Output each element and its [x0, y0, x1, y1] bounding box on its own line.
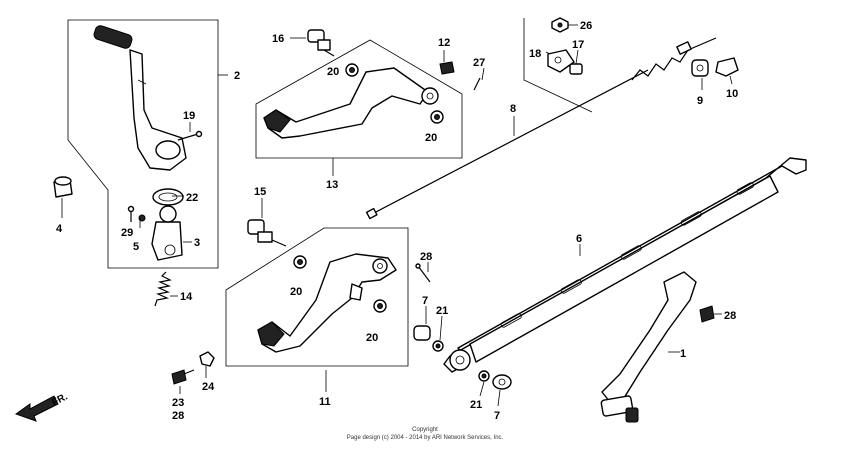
- label-part-28-a: 28: [420, 251, 432, 263]
- copyright-notice: Copyright Page design (c) 2004 - 2014 by…: [0, 426, 850, 442]
- label-part-2: 2: [234, 70, 240, 82]
- part-labels: 1 2 3 4 5 6 7 7 8 9 10 11 12 13 14 15 16…: [56, 20, 738, 422]
- shift-pedal[interactable]: [263, 67, 439, 139]
- kick-spindle[interactable]: [151, 205, 183, 261]
- label-part-1: 1: [680, 348, 686, 360]
- label-part-20-c: 20: [290, 286, 302, 298]
- nut-17[interactable]: [569, 63, 583, 75]
- label-part-6: 6: [576, 233, 582, 245]
- label-part-19: 19: [183, 110, 195, 122]
- label-part-21-b: 21: [470, 399, 482, 411]
- label-part-5: 5: [133, 241, 139, 253]
- front-arrow-icon: [14, 395, 59, 422]
- pin-9[interactable]: [691, 59, 709, 77]
- brake-arm[interactable]: [600, 271, 697, 423]
- label-part-7-lower: 7: [494, 410, 500, 422]
- label-part-9: 9: [697, 95, 703, 107]
- bolt-23[interactable]: [171, 369, 195, 385]
- brake-cable[interactable]: [365, 37, 717, 220]
- nut-24[interactable]: [199, 351, 215, 367]
- brake-rod[interactable]: [443, 157, 807, 373]
- label-part-18: 18: [529, 48, 541, 60]
- nut-26[interactable]: [551, 17, 569, 33]
- joint-10[interactable]: [715, 57, 739, 77]
- label-part-7-upper: 7: [422, 295, 428, 307]
- washer-20-brake-lower[interactable]: [373, 299, 387, 313]
- label-part-22: 22: [186, 192, 198, 204]
- label-part-26: 26: [580, 20, 592, 32]
- kick-small-pin[interactable]: [127, 205, 146, 223]
- bolt-12[interactable]: [439, 61, 455, 75]
- label-part-11: 11: [319, 396, 331, 408]
- cap-nut-4[interactable]: [53, 176, 73, 198]
- kick-pivot-bolt[interactable]: [177, 130, 203, 141]
- washer-20-brake-upper[interactable]: [293, 255, 307, 269]
- group-box-shift-pedal: [255, 39, 463, 159]
- pin-28-lower[interactable]: [699, 305, 715, 323]
- label-part-15: 15: [254, 186, 266, 198]
- pin-28-upper[interactable]: [415, 263, 431, 283]
- return-spring[interactable]: [154, 271, 172, 307]
- pin-27[interactable]: [473, 77, 481, 91]
- label-part-20-a: 20: [327, 66, 339, 78]
- washer-20-shift-lower[interactable]: [430, 110, 444, 124]
- label-part-28-c: 28: [724, 310, 736, 322]
- label-part-29: 29: [121, 227, 133, 239]
- label-part-24: 24: [202, 381, 215, 393]
- label-part-21-a: 21: [436, 305, 448, 317]
- group-box-brake-pedal: [225, 227, 409, 367]
- pivot-bolt-16[interactable]: [307, 29, 335, 57]
- washer-21-lower[interactable]: [478, 370, 490, 382]
- front-arrow-label: FR.: [50, 391, 70, 408]
- label-part-14: 14: [180, 291, 193, 303]
- washer-21-upper[interactable]: [432, 340, 444, 352]
- copyright-line-1: Copyright: [412, 427, 438, 433]
- group-box-bracket: [523, 18, 593, 113]
- washer-20-shift-upper[interactable]: [345, 63, 359, 77]
- pivot-bolt-15[interactable]: [247, 219, 287, 247]
- brake-pedal[interactable]: [257, 253, 397, 353]
- label-part-16: 16: [272, 33, 284, 45]
- collar-7-upper[interactable]: [413, 325, 431, 341]
- label-part-12: 12: [438, 37, 450, 49]
- label-part-8: 8: [510, 103, 516, 115]
- label-part-20-d: 20: [366, 332, 378, 344]
- kick-seal[interactable]: [152, 188, 184, 206]
- label-part-27: 27: [473, 57, 485, 69]
- label-part-17: 17: [572, 39, 584, 51]
- kick-arm[interactable]: [93, 24, 187, 171]
- label-part-3: 3: [194, 237, 200, 249]
- label-part-23: 23: [172, 397, 184, 409]
- copyright-line-2: Page design (c) 2004 - 2014 by ARI Netwo…: [346, 435, 504, 441]
- leader-lines: [61, 24, 733, 407]
- label-part-20-b: 20: [425, 132, 437, 144]
- label-part-13: 13: [326, 179, 338, 191]
- label-part-10: 10: [726, 88, 738, 100]
- label-part-28-b: 28: [172, 410, 184, 422]
- label-part-4: 4: [56, 223, 63, 235]
- bracket-18[interactable]: [547, 49, 575, 73]
- collar-7-lower[interactable]: [492, 374, 512, 390]
- group-box-kickstarter: [67, 19, 228, 269]
